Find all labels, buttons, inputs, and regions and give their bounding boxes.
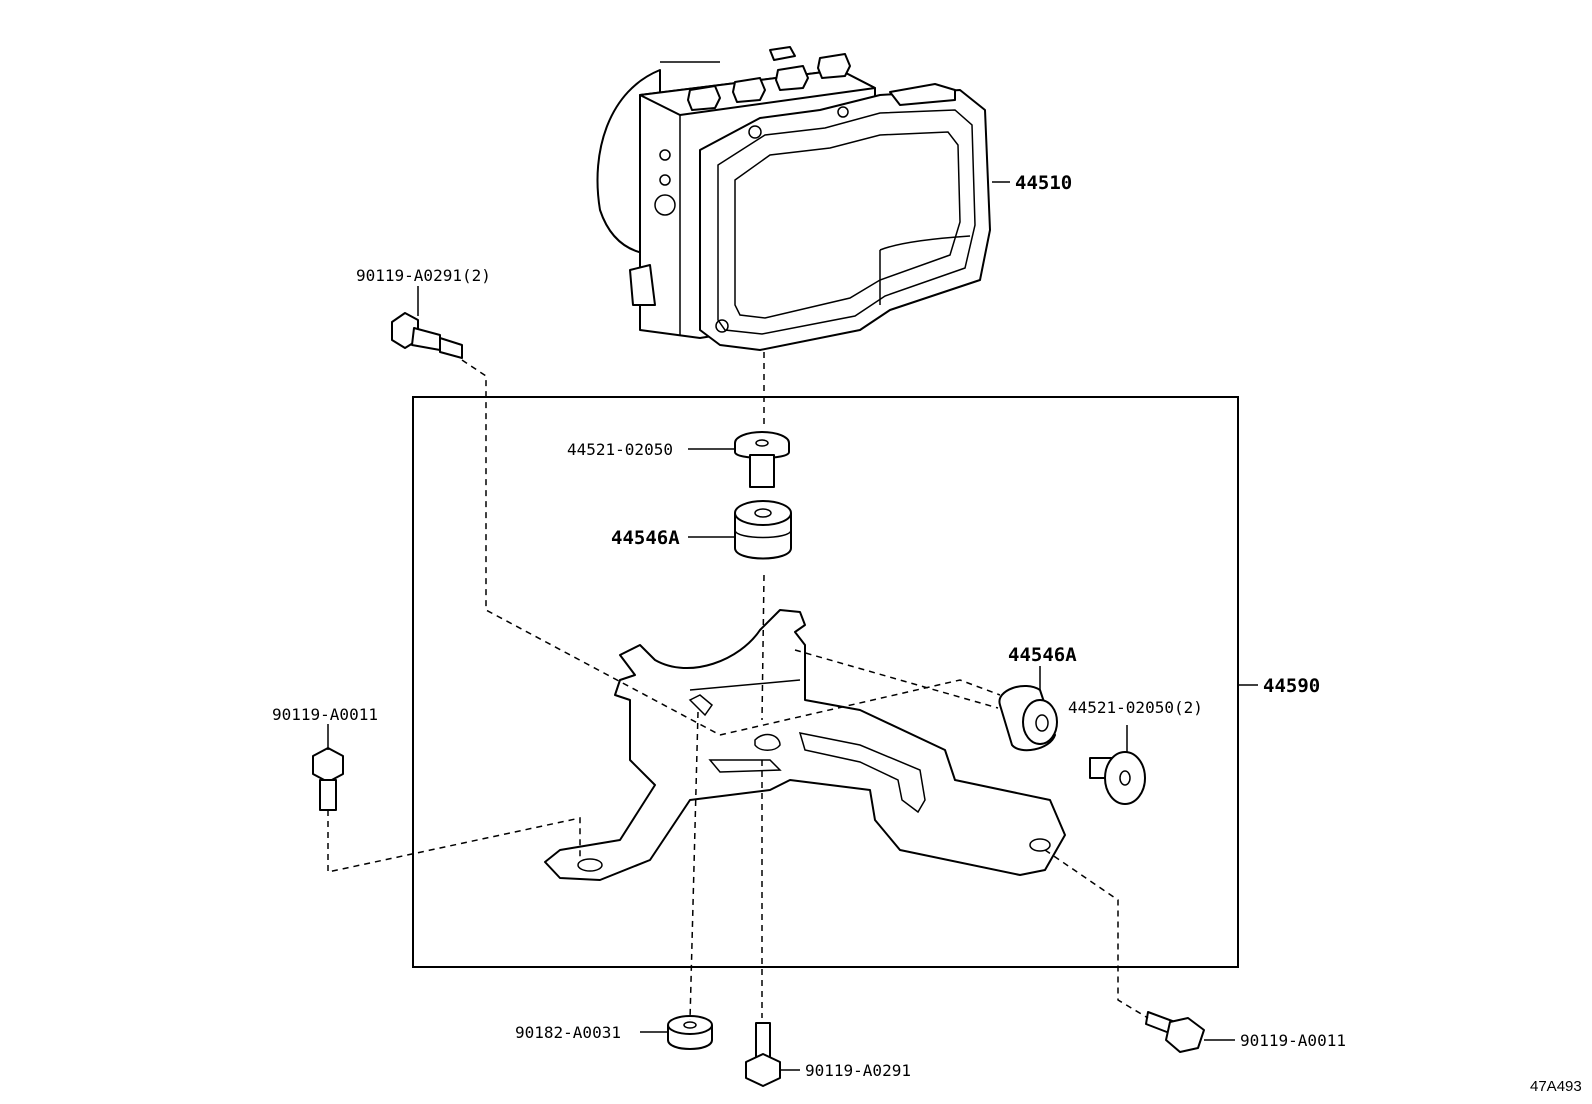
label-collar-right: 44521-02050(2) xyxy=(1068,698,1203,717)
label-bolt-bottom-right: 90119-A0011 xyxy=(1240,1031,1346,1050)
label-collar-upper: 44521-02050 xyxy=(567,440,673,459)
cushion-upper-illustration xyxy=(734,500,792,560)
label-cushion-right: 44546A xyxy=(1008,644,1077,666)
assembly-lines xyxy=(327,352,1149,1021)
label-cushion-upper: 44546A xyxy=(611,527,680,549)
nut-bottom-illustration xyxy=(667,1015,713,1050)
bolt-left-illustration xyxy=(312,747,344,811)
collar-right-illustration xyxy=(1089,751,1146,805)
bolt-bottom-illustration xyxy=(745,1022,781,1087)
bolt-bottom-right-illustration xyxy=(1145,1011,1205,1053)
label-bolt-bottom: 90119-A0291 xyxy=(805,1061,911,1080)
label-bracket-assembly: 44590 xyxy=(1263,675,1320,697)
label-nut-bottom: 90182-A0031 xyxy=(515,1023,621,1042)
label-abs-actuator: 44510 xyxy=(1015,172,1072,194)
abs-actuator-illustration xyxy=(596,46,991,351)
bolt-top-left-illustration xyxy=(391,312,463,359)
cushion-right-illustration xyxy=(998,685,1058,752)
bracket-illustration xyxy=(544,609,1066,881)
reference-code: 47A493 xyxy=(1530,1078,1582,1095)
label-bolt-top-left: 90119-A0291(2) xyxy=(356,266,491,285)
label-bolt-left: 90119-A0011 xyxy=(272,705,378,724)
collar-upper-illustration xyxy=(734,431,790,488)
bracket-assembly-frame xyxy=(412,396,1239,968)
